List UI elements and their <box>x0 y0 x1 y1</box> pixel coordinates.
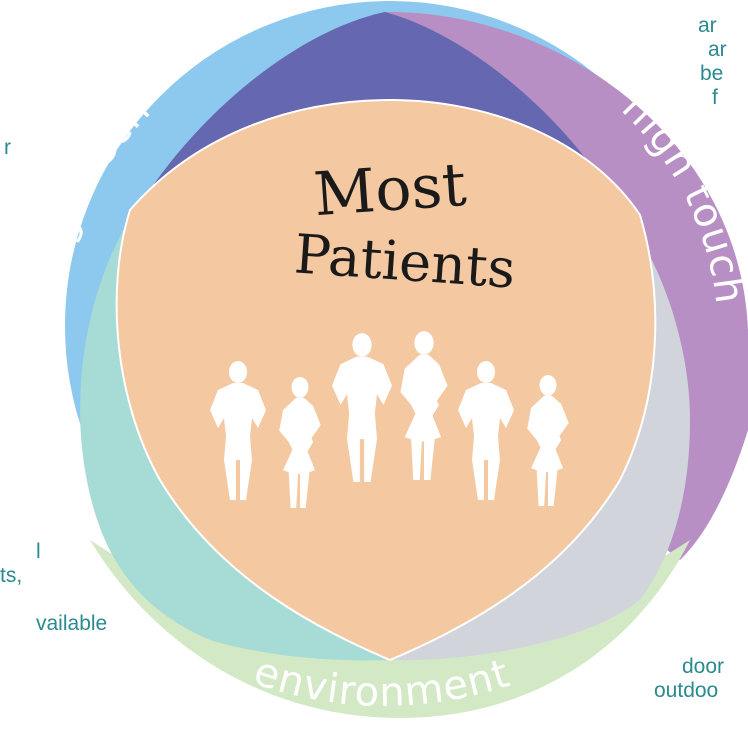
person-silhouette <box>458 361 514 500</box>
side-text-line: ar <box>698 14 717 37</box>
side-text-line: f <box>712 86 718 109</box>
side-text-line: door <box>682 655 725 678</box>
patients-silhouettes <box>210 331 569 508</box>
side-text-left-upper: r <box>4 136 11 159</box>
person-silhouette <box>400 331 448 480</box>
center-title-line1: Most <box>312 150 469 230</box>
center-title-line2: Patients <box>292 222 517 300</box>
side-text-line: ts, <box>0 564 23 587</box>
side-text-line: outdoo <box>654 679 719 702</box>
side-text-line: be <box>700 62 724 85</box>
side-text-line <box>36 588 107 612</box>
person-silhouette <box>210 361 266 500</box>
overlap-touch-environment <box>390 215 690 661</box>
side-text-line: l <box>36 540 41 563</box>
circle-environment <box>90 540 690 718</box>
side-text-line: vailable <box>36 612 108 635</box>
overlap-tech-environment <box>80 210 390 661</box>
person-silhouette <box>527 374 569 506</box>
person-silhouette <box>279 376 321 508</box>
side-text-bottom-left: l ts, vailable <box>0 540 108 636</box>
person-silhouette <box>332 333 392 482</box>
side-text-line: ar <box>708 38 727 61</box>
